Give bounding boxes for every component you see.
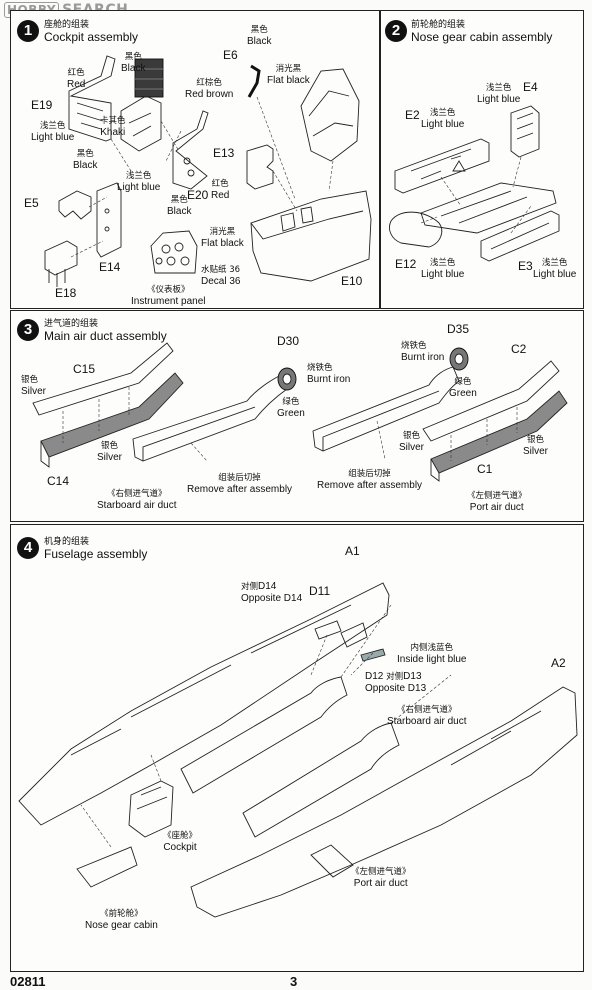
step-3-title-zh: 进气道的组装 <box>44 319 99 329</box>
step-4-number: 4 <box>17 537 39 559</box>
port-duct-caption: 《左侧进气道》Port air duct <box>467 491 527 513</box>
step-3-panel: 3 进气道的组装 Main air duct assembly <box>10 310 584 522</box>
part-label: D11 <box>309 584 331 598</box>
step-2-title-zh: 前轮舱的组装 <box>411 20 466 30</box>
step-1-title: Cockpit assembly <box>44 30 139 44</box>
step-1-number: 1 <box>17 20 39 42</box>
step-1-panel: 1 座舱的组装 Cockpit assembly <box>10 10 380 309</box>
part-label: C14 <box>47 474 70 488</box>
step-1-title-zh: 座舱的组装 <box>44 20 90 30</box>
part-label: C2 <box>511 342 527 356</box>
step-2-panel: 2 前轮舱的组装 Nose gear cabin assembly E4 浅兰色… <box>380 10 584 309</box>
nose-gear-cabin-drawing <box>389 105 560 262</box>
part-label: C1 <box>477 462 493 476</box>
part-label: E2 <box>405 108 420 122</box>
instrument-panel-caption: 《仪表板》Instrument panel <box>131 285 206 307</box>
step-4-panel: 4 机身的组装 Fuselage assembly <box>10 524 584 972</box>
step-2-title: Nose gear cabin assembly <box>411 30 553 44</box>
part-label: E12 <box>395 257 417 271</box>
step-4-title: Fuselage assembly <box>44 547 148 561</box>
part-label: E13 <box>213 146 235 160</box>
part-label: E19 <box>31 98 53 112</box>
page-number: 3 <box>290 974 298 989</box>
starboard-duct-caption: 《右侧进气道》Starboard air duct <box>97 489 177 511</box>
cockpit-caption: 《座舱》Cockpit <box>163 831 198 853</box>
step-3-title: Main air duct assembly <box>44 329 167 343</box>
part-label: E20 <box>187 188 209 202</box>
part-label: E18 <box>55 286 77 300</box>
nose-gear-cabin-caption: 《前轮舱》Nose gear cabin <box>85 909 158 931</box>
part-label: E4 <box>523 80 538 94</box>
part-label: E14 <box>99 260 121 274</box>
part-label: A1 <box>345 544 360 558</box>
part-label: C15 <box>73 362 96 376</box>
step-2-number: 2 <box>385 20 407 42</box>
air-duct-drawing <box>32 342 568 482</box>
port-duct-caption: 《左侧进气道》Port air duct <box>351 867 411 889</box>
starboard-duct-caption: 《右侧进气道》Starboard air duct <box>387 705 467 727</box>
step-4-title-zh: 机身的组装 <box>44 537 90 547</box>
product-code: 02811 <box>10 974 46 989</box>
part-label: D35 <box>447 322 470 336</box>
part-label: E6 <box>223 48 238 62</box>
fuselage-drawing <box>18 582 578 918</box>
part-label: E3 <box>518 259 533 273</box>
part-label: A2 <box>551 656 566 670</box>
part-label: E5 <box>24 196 39 210</box>
step-3-number: 3 <box>17 319 39 341</box>
cockpit-assembly-drawing <box>44 55 372 287</box>
part-label: E10 <box>341 274 363 288</box>
part-label: D30 <box>277 334 300 348</box>
